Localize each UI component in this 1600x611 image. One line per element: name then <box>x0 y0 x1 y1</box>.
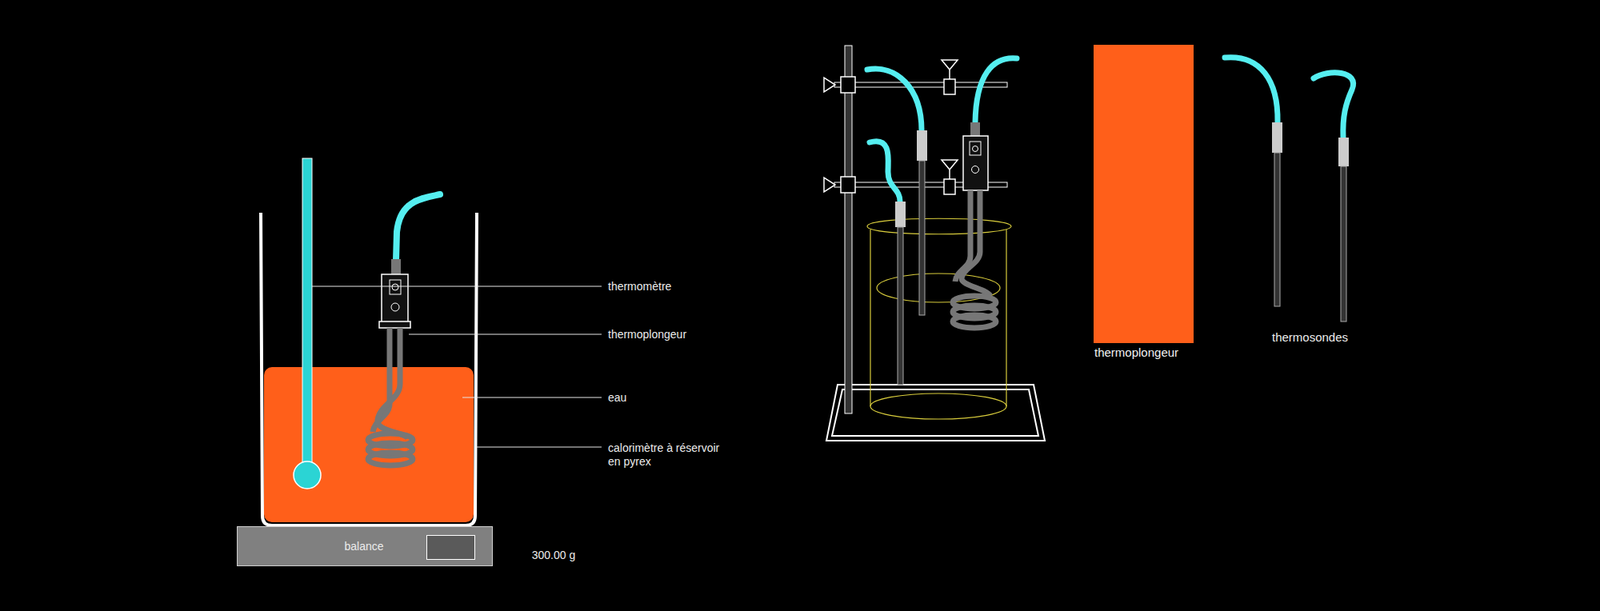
part-label: calorimètre à réservoir en pyrex <box>608 441 720 469</box>
loose-probes <box>1224 57 1354 322</box>
calorimeter-vessel <box>260 212 477 526</box>
probes-in-stand <box>867 68 928 385</box>
leader-lines <box>312 286 602 448</box>
part-name: thermoplongeur <box>1094 345 1179 360</box>
part-label: thermoplongeur <box>608 328 687 342</box>
instrument-name: balance <box>344 540 384 554</box>
thermometer-bulb <box>293 461 321 489</box>
part-label: eau <box>608 391 627 405</box>
immersion-heater-in-stand <box>952 58 1017 328</box>
display-reading: 300.00 g <box>532 548 576 563</box>
retort-stand <box>824 45 1045 441</box>
heater-swatch: thermoplongeur <box>1093 44 1194 344</box>
beaker <box>867 218 1012 420</box>
part-label: thermosondes <box>1272 330 1348 345</box>
part-label: thermomètre <box>608 280 672 294</box>
balance-display: 300.00 g <box>426 535 476 560</box>
immersion-heater <box>368 194 440 466</box>
thermometer-tube <box>302 158 312 472</box>
water <box>264 367 474 523</box>
balance-box: balance 300.00 g <box>236 526 493 567</box>
